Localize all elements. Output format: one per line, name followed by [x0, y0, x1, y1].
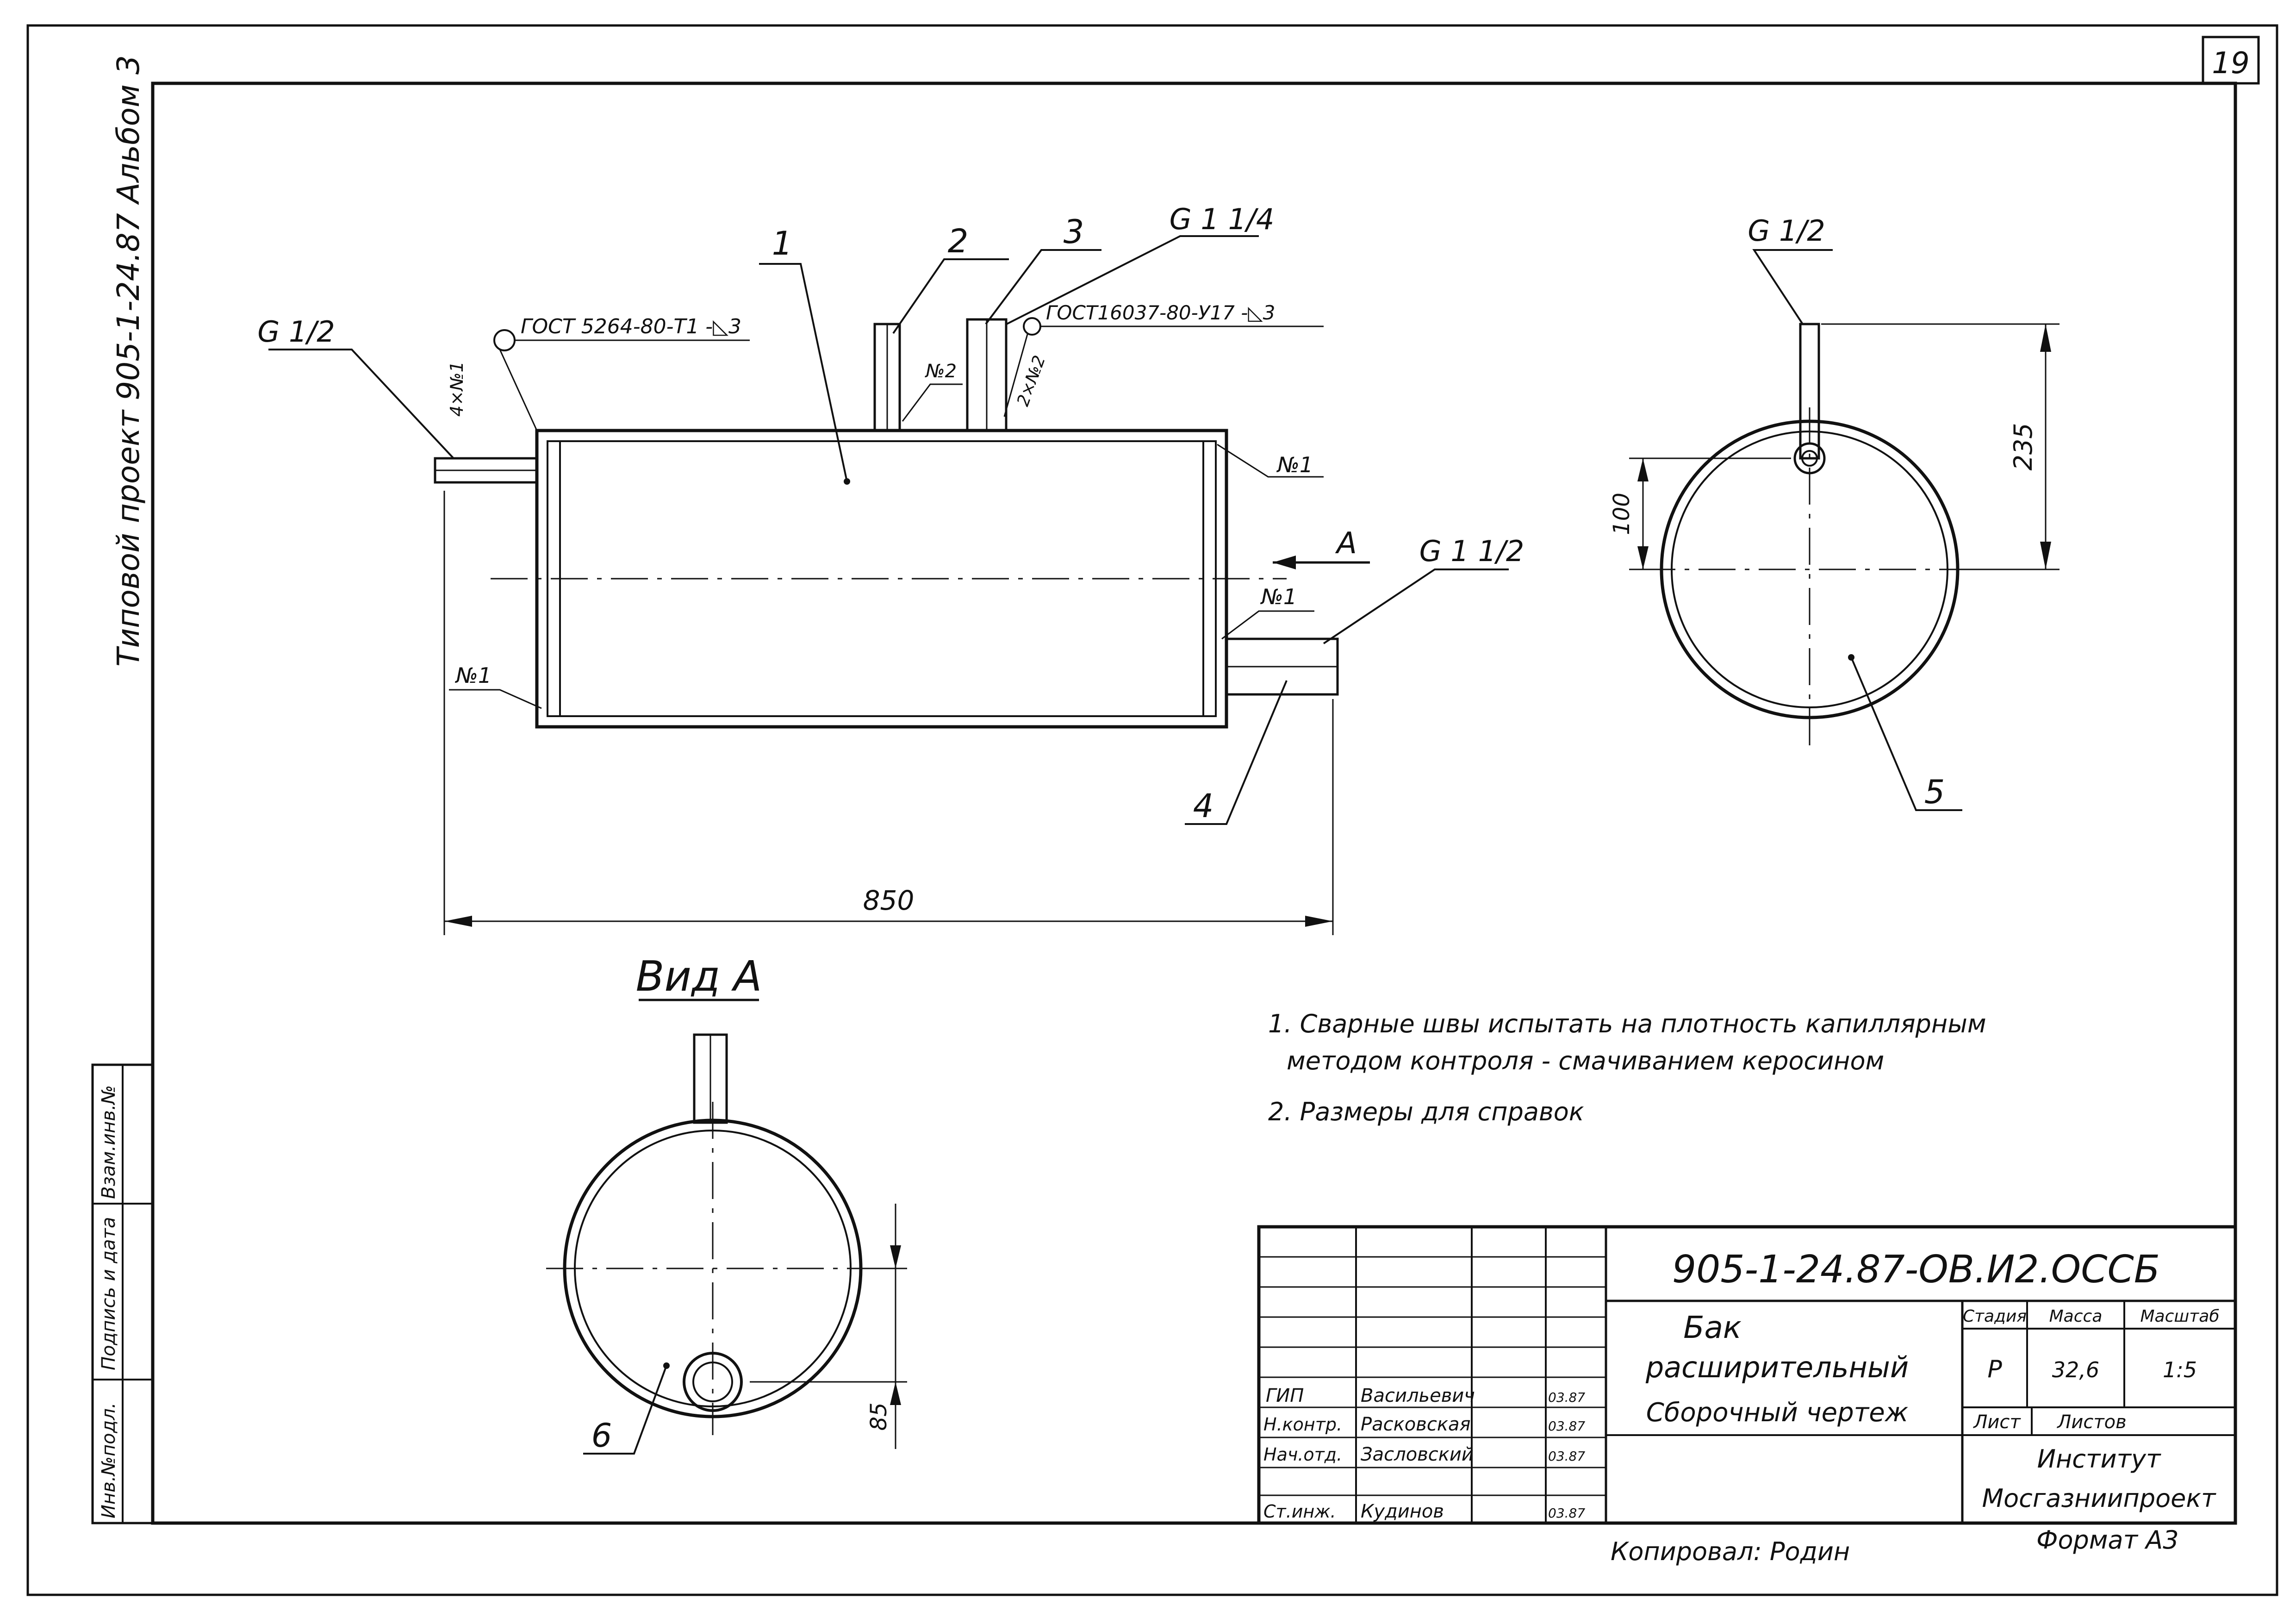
pos3-label: 3 — [1064, 213, 1084, 251]
sig-name-0: Васильевич — [1361, 1385, 1475, 1406]
mass-value: 32,6 — [2052, 1357, 2099, 1382]
sig-name-1: Расковская — [1361, 1414, 1471, 1435]
title-block: ГИП Васильевич 03.87 Н.контр. Расковская… — [1257, 1225, 2237, 1525]
org-line1: Институт — [2037, 1444, 2161, 1474]
sig-date-2: 03.87 — [1548, 1449, 1585, 1464]
product-name-1: Бак — [1683, 1310, 1742, 1345]
org-line2: Мосгазниипроект — [1982, 1484, 2216, 1513]
margin-label-inv: Инв.№подл. — [98, 1402, 119, 1518]
col-stage: Стадия — [1963, 1307, 2027, 1326]
product-name-2: расширительный — [1645, 1350, 1909, 1384]
sig-role-0: ГИП — [1266, 1385, 1304, 1406]
stage-value: Р — [1987, 1355, 2002, 1383]
sig-date-0: 03.87 — [1548, 1390, 1585, 1405]
note-2: 2. Размеры для справок — [1268, 1097, 1584, 1126]
dim-bottom-offset: 85 — [866, 1402, 892, 1430]
notes: 1. Сварные швы испытать на плотность кап… — [1268, 1009, 1986, 1126]
sig-name-2: Засловский — [1361, 1444, 1474, 1465]
weld-no2-label: №2 — [925, 361, 957, 382]
scale-value: 1:5 — [2163, 1357, 2197, 1382]
pos5-label: 5 — [1924, 773, 1945, 811]
side-label: Типовой проект 905-1-24.87 Альбом 3 — [111, 55, 146, 667]
weld-symbol-left — [493, 329, 516, 351]
thread-side-view: G 1/2 — [1748, 214, 1825, 248]
view-arrow-label: A — [1335, 526, 1357, 561]
pos1-label: 1 — [772, 225, 793, 262]
dim-height-side: 235 — [2009, 423, 2038, 470]
sig-role-3: Ст.инж. — [1263, 1501, 1336, 1522]
front-view: 1 2 3 G 1 1/4 G 1/2 G 1 1/2 4 ГОСТ 5264-… — [257, 202, 1524, 935]
weld-no1-right-top: №1 — [1276, 452, 1313, 477]
dim-height-small: 100 — [1609, 493, 1635, 535]
weld-no1-right-mid: №1 — [1260, 584, 1297, 609]
doc-code: 905-1-24.87-ОВ.И2.ОССБ — [1672, 1248, 2160, 1292]
sheets-label: Листов — [2056, 1412, 2126, 1433]
outer-frame — [26, 24, 2278, 1596]
sig-role-2: Нач.отд. — [1263, 1444, 1342, 1465]
sig-date-1: 03.87 — [1548, 1418, 1585, 1434]
thread-top-left: G 1/2 — [257, 315, 335, 349]
sheet-label: Лист — [1972, 1412, 2021, 1433]
weld-symbol-right — [1023, 317, 1041, 336]
view-a: Вид А 85 6 — [546, 952, 907, 1455]
margin-label-replace: Взам.инв.№ — [98, 1085, 119, 1199]
col-scale: Масштаб — [2140, 1307, 2219, 1326]
product-name-3: Сборочный чертеж — [1646, 1398, 1908, 1428]
weld-no1-left: №1 — [454, 663, 492, 688]
note-1: 1. Сварные швы испытать на плотность кап… — [1268, 1009, 1986, 1038]
weld-count-left: 4×№1 — [447, 361, 467, 417]
view-a-title: Вид А — [636, 952, 762, 1001]
margin-label-sign: Подпись и дата — [98, 1217, 119, 1370]
weld-std-right: ГОСТ16037-80-У17 -◺3 — [1046, 301, 1275, 324]
margin-stamp: Инв.№подл. Подпись и дата Взам.инв.№ — [91, 1063, 154, 1524]
weld-std-left: ГОСТ 5264-80-Т1 -◺3 — [521, 315, 741, 338]
note-1-cont: методом контроля - смачиванием керосином — [1287, 1046, 1884, 1075]
sig-date-3: 03.87 — [1548, 1505, 1585, 1521]
sheet-number-box — [2202, 36, 2260, 85]
weld-count-right: 2×№2 — [1014, 353, 1049, 409]
paper-format: Формат А3 — [2036, 1525, 2179, 1555]
pos2-label: 2 — [948, 222, 969, 260]
side-view: G 1/2 235 100 5 — [1609, 214, 2060, 811]
thread-right-bottom: G 1 1/2 — [1419, 534, 1524, 568]
inner-frame — [151, 81, 2237, 1525]
pos6-label: 6 — [591, 1417, 612, 1455]
pos4-label: 4 — [1193, 787, 1214, 825]
sig-role-1: Н.контр. — [1263, 1414, 1342, 1435]
sheet-number: 19 — [2212, 46, 2249, 81]
sig-name-3: Кудинов — [1361, 1501, 1444, 1522]
col-mass: Масса — [2049, 1307, 2103, 1326]
copied-by: Копировал: Родин — [1611, 1537, 1850, 1566]
dim-length: 850 — [863, 885, 915, 916]
thread-top-right: G 1 1/4 — [1170, 202, 1275, 236]
